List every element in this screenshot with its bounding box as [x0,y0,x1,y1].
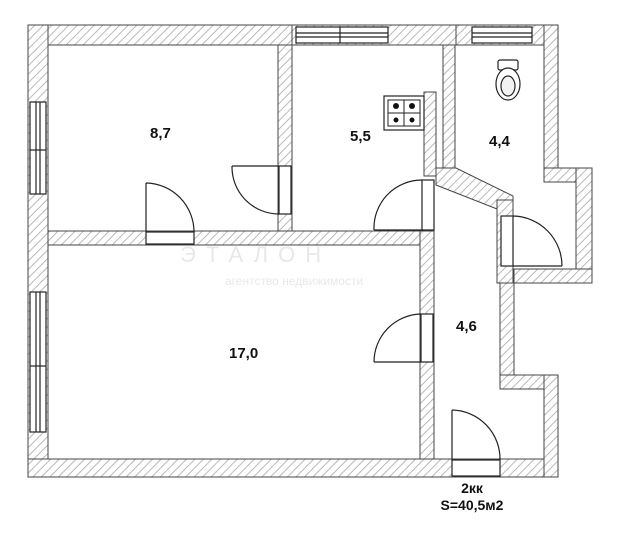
wall-kitchen-niche [423,91,437,177]
wall-top-left [27,24,293,46]
svg-text:ЭТАЛОН: ЭТАЛОН [180,242,331,267]
total-area: S=40,5м2 [440,497,504,513]
room-area-living: 17,0 [229,345,258,362]
svg-text:агентство недвижимости: агентство недвижимости [225,274,363,288]
wall-right-bath [543,24,559,178]
room-area-bedroom: 8,7 [150,125,171,142]
window-left-living [29,291,47,433]
window-top-kitchen [295,26,389,44]
door-kitchen [373,179,435,231]
plan-caption: 2кк S=40,5м2 [412,480,532,514]
window-top-bath [471,26,533,44]
door-kitchen-to-bedroom [231,165,292,215]
watermark: ЭТАЛОН агентство недвижимости [180,242,363,288]
stove-icon [383,95,425,131]
wall-hall-notch-side [499,268,515,390]
door-living [373,313,434,363]
interior-walls [47,44,514,460]
window-left-bedroom [29,101,47,195]
apartment-type: 2кк [461,480,483,496]
room-area-bathroom: 4,4 [489,133,511,150]
door-bedroom [145,182,195,245]
room-area-hall: 4,6 [456,318,477,335]
toilet-icon [495,59,521,101]
wall-bath-ledge-side [575,167,593,284]
room-area-kitchen: 5,5 [350,128,371,145]
door-entrance [451,409,501,477]
windows [29,26,533,433]
door-bathroom [500,215,563,267]
wall-right-hall [543,374,559,478]
wall-kitchen-bath-upper [442,44,456,176]
doors [145,165,563,477]
